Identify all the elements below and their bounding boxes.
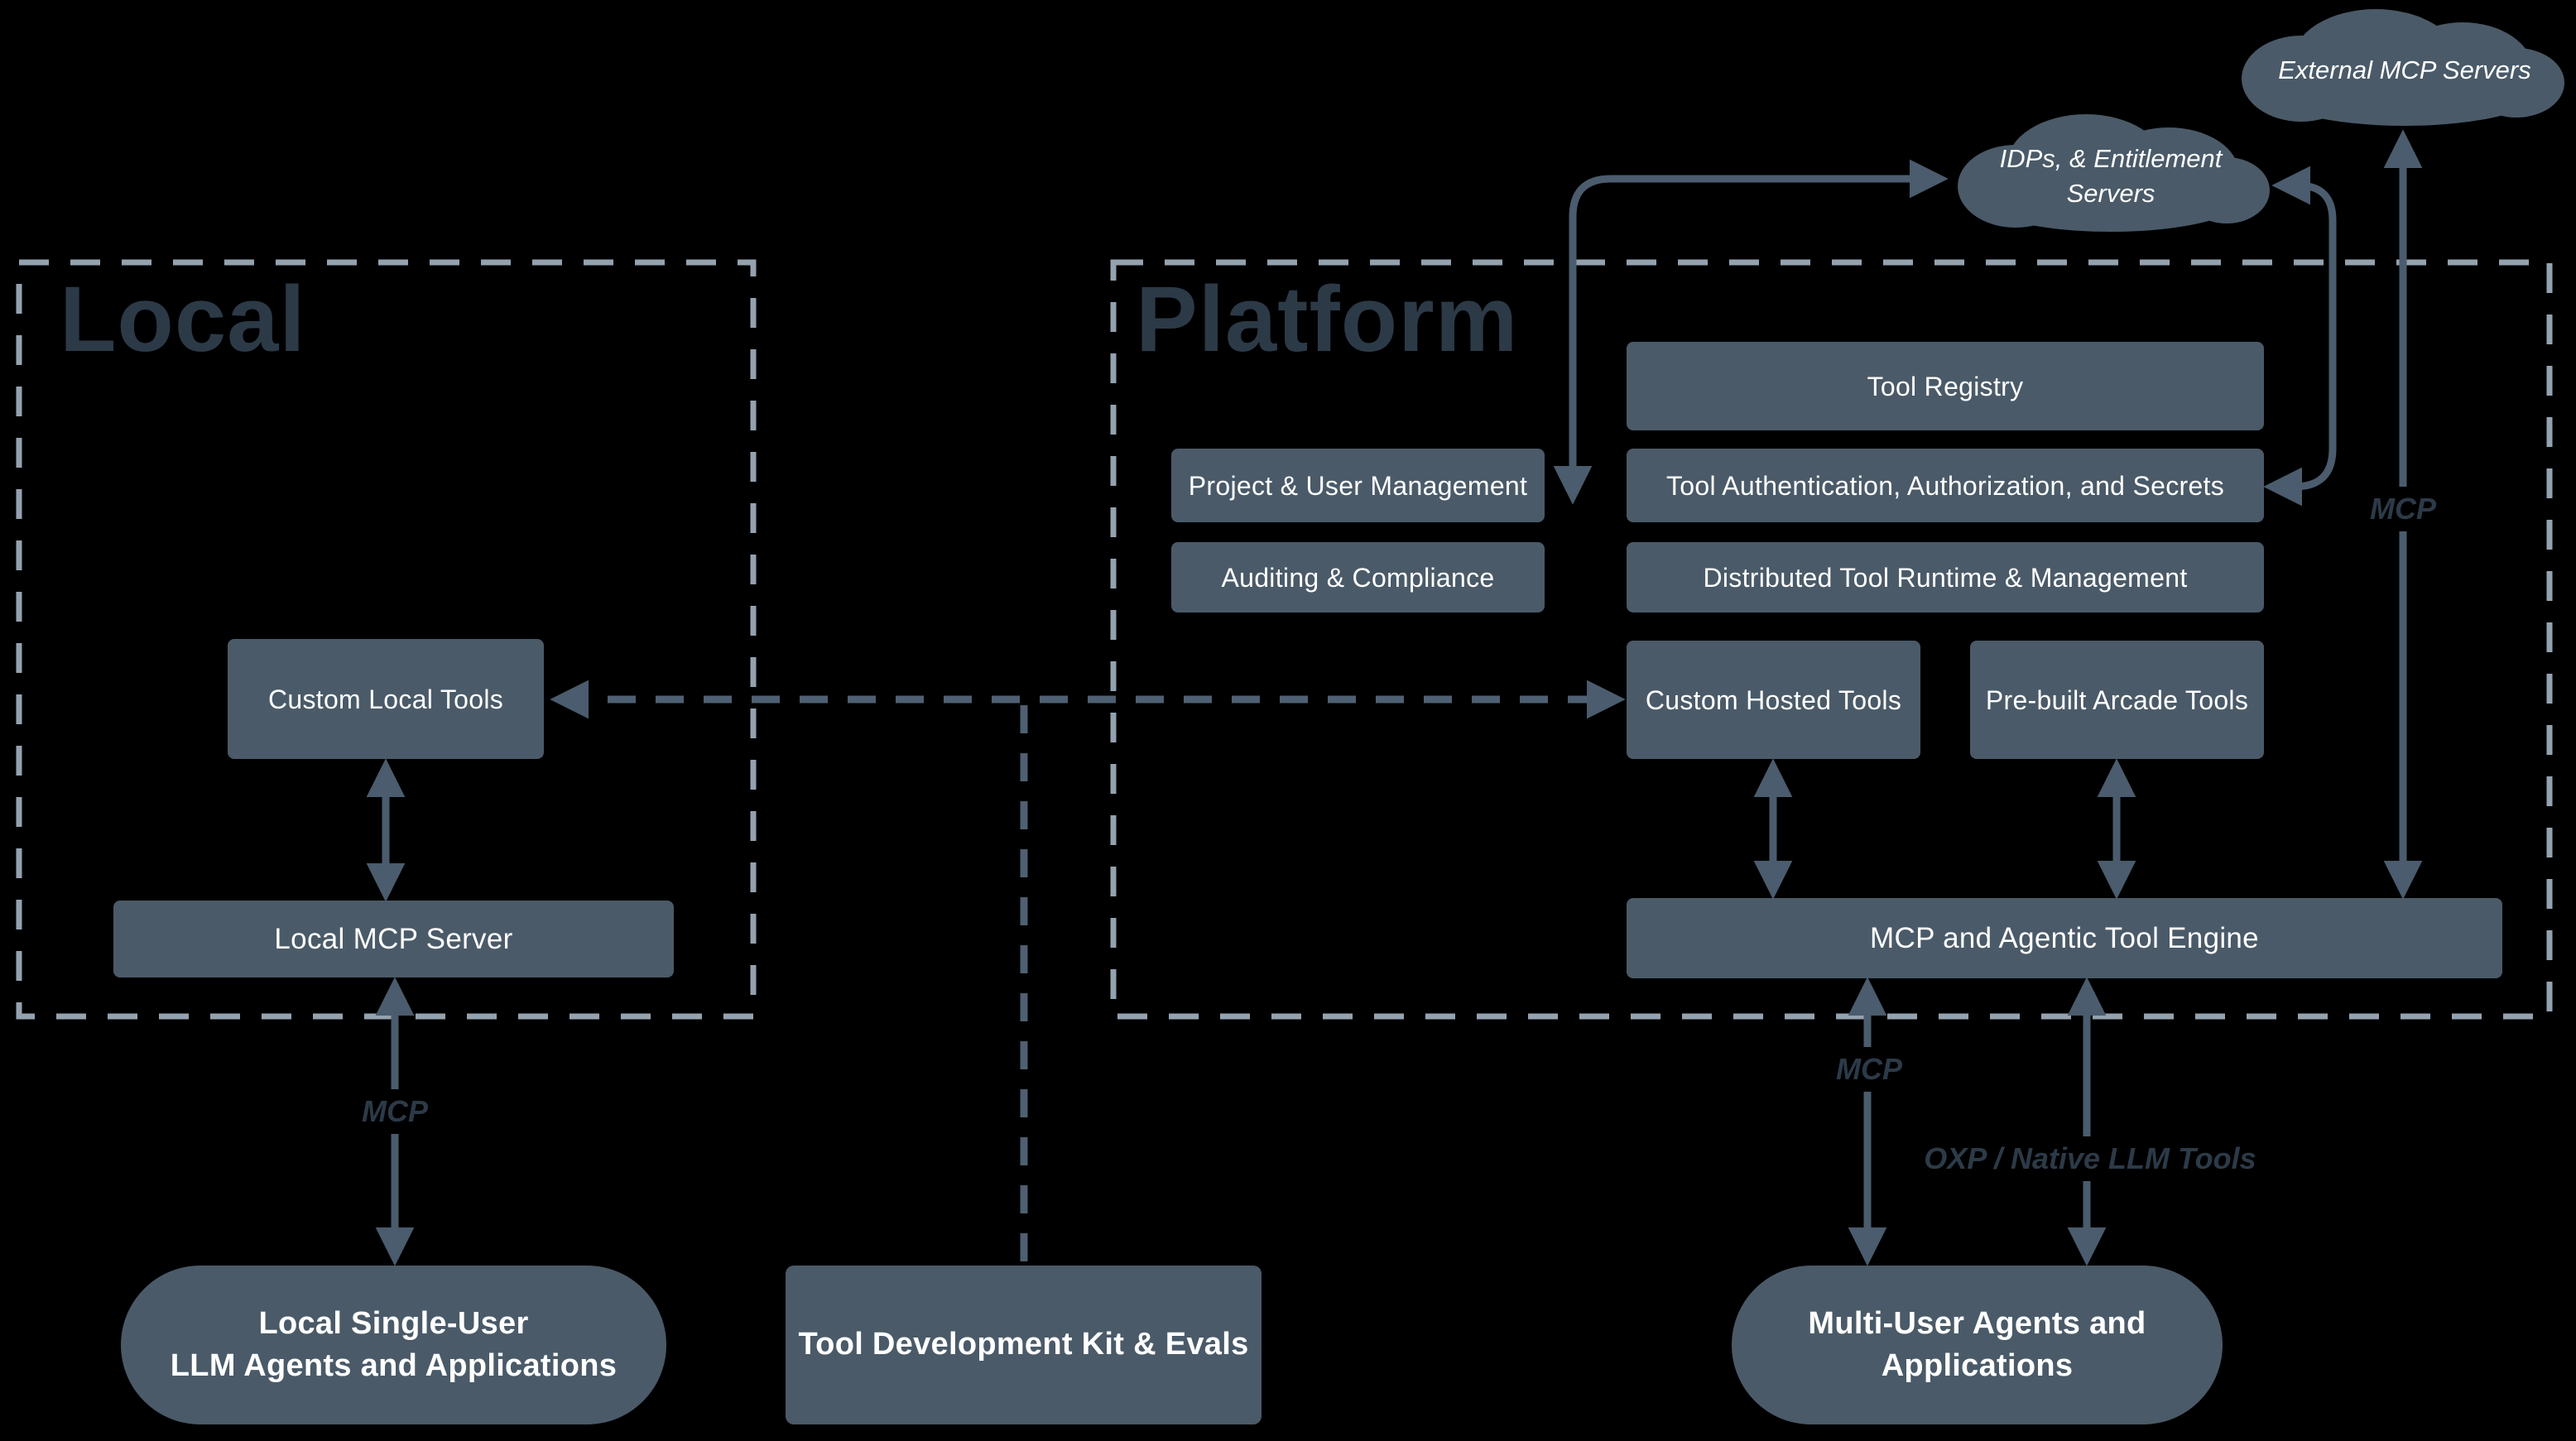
box-local-mcp-server: Local MCP Server [113,901,674,977]
edge-label-mcp-external: MCP [2362,487,2444,531]
arrow-tool-auth-to-idps [2263,166,2337,507]
box-custom-hosted-tools: Custom Hosted Tools [1627,641,1920,759]
edge-label-mcp-engine: MCP [1828,1047,1910,1092]
edge-label-oxp-native-llm-tools: OXP / Native LLM Tools [1915,1136,2265,1181]
platform-region-title: Platform [1136,267,1519,371]
box-distributed-runtime: Distributed Tool Runtime & Management [1627,542,2264,612]
edge-label-mcp-local: MCP [353,1089,436,1134]
node-multi-user-agents: Multi-User Agents and Applications [1732,1266,2223,1424]
box-project-user-management: Project & User Management [1171,449,1545,522]
box-tool-authentication: Tool Authentication, Authorization, and … [1627,449,2264,522]
arrow-project-user-to-idps [1553,159,1949,505]
idps-cloud-label: IDPs, & Entitlement Servers [1999,144,2223,208]
external-mcp-cloud-label: External MCP Servers [2278,55,2531,84]
local-region-title: Local [60,267,306,371]
platform-region-border [1110,259,2553,1020]
external-mcp-cloud [2242,9,2564,126]
idps-cloud [1958,114,2270,232]
box-custom-local-tools: Custom Local Tools [228,639,544,759]
box-auditing-compliance: Auditing & Compliance [1171,542,1545,612]
node-local-single-user-agents: Local Single-User LLM Agents and Applica… [121,1266,666,1424]
box-mcp-agentic-tool-engine: MCP and Agentic Tool Engine [1627,898,2502,978]
box-tool-registry: Tool Registry [1627,342,2264,430]
box-prebuilt-arcade-tools: Pre-built Arcade Tools [1970,641,2264,759]
node-tool-development-kit: Tool Development Kit & Evals [786,1266,1262,1424]
